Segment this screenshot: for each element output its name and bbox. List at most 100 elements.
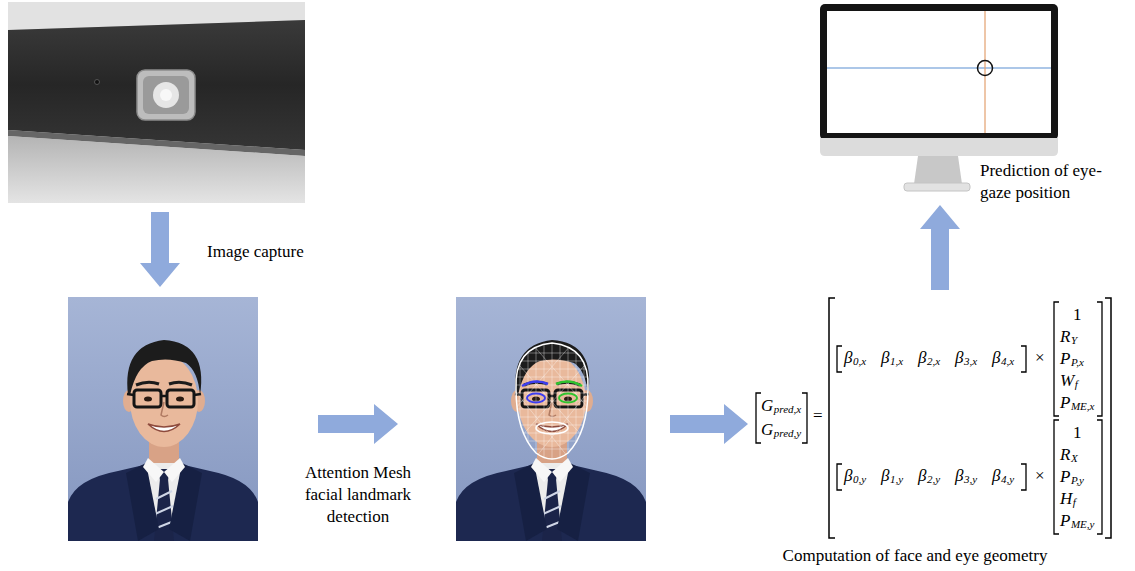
edge-label: Prediction of eye-gaze position	[980, 160, 1120, 204]
gaze-horizontal-line	[827, 67, 1051, 68]
math-symbol: P	[1060, 512, 1070, 529]
monitor-chin	[820, 138, 1058, 156]
photo-base	[8, 2, 305, 203]
math-symbol: β	[844, 467, 852, 484]
math-symbol: P	[1060, 394, 1070, 411]
math-subscript: 0,y	[853, 474, 866, 485]
matrix-brackets	[756, 298, 1111, 538]
math-operator: =	[813, 407, 823, 424]
bracket	[756, 393, 761, 443]
bracket	[1021, 346, 1026, 372]
bracket	[1097, 302, 1102, 416]
eyebrow-landmark	[522, 381, 548, 386]
math-symbol: G	[761, 397, 773, 414]
math-subscript: 1,y	[890, 474, 903, 485]
edge-label: Image capture	[207, 241, 304, 263]
webcam-image	[8, 2, 305, 203]
math-subscript: 2,y	[927, 474, 940, 485]
math-symbol: P	[1060, 350, 1070, 367]
math-subscript: P,x	[1071, 357, 1084, 368]
math-subscript: f	[1073, 497, 1076, 508]
eye-landmark	[527, 394, 545, 403]
math-operator: 1	[1073, 424, 1082, 441]
math-symbol: R	[1060, 328, 1070, 345]
math-symbol: G	[761, 421, 773, 438]
camera-lens-center	[160, 89, 172, 101]
webcam-photo	[8, 2, 305, 203]
face-contour	[516, 343, 588, 459]
face-photo	[456, 297, 646, 541]
flow-arrow	[318, 404, 398, 444]
bracket	[837, 464, 842, 490]
face-photo	[68, 297, 258, 541]
math-subscript: P,y	[1071, 475, 1084, 486]
gaze-vertical-line	[984, 11, 985, 133]
bracket	[1054, 420, 1059, 534]
math-symbol: W	[1060, 372, 1074, 389]
math-subscript: f	[1075, 379, 1078, 390]
math-symbol: β	[881, 467, 889, 484]
math-symbol: β	[918, 467, 926, 484]
mouth-landmark	[536, 422, 568, 434]
monitor-screen	[827, 11, 1051, 133]
flow-arrow	[670, 404, 748, 444]
monitor-base	[904, 183, 970, 191]
math-subscript: 3,y	[964, 474, 977, 485]
bracket	[1054, 302, 1059, 416]
math-subscript: 1,x	[890, 356, 903, 367]
math-subscript: ME,x	[1071, 401, 1095, 412]
indicator-light	[95, 80, 100, 85]
monitor-stand	[914, 156, 962, 184]
edge-label: Attention Mesh facial landmark detection	[293, 462, 423, 528]
camera-housing	[137, 70, 195, 120]
math-symbol: β	[992, 349, 1000, 366]
math-operator: 1	[1073, 306, 1082, 323]
math-subscript: 3,x	[964, 356, 977, 367]
math-symbol: H	[1060, 490, 1072, 507]
math-operator: ×	[1035, 349, 1045, 366]
math-subscript: 4,x	[1001, 356, 1014, 367]
gaze-target-circle	[978, 61, 993, 76]
math-subscript: pred,y	[774, 428, 801, 439]
math-symbol: β	[844, 349, 852, 366]
math-subscript: 4,y	[1001, 474, 1014, 485]
math-symbol: P	[1060, 468, 1070, 485]
mesh-lines	[508, 337, 596, 467]
bracket	[1021, 464, 1026, 490]
bracket	[829, 298, 835, 538]
laptop-body	[8, 136, 305, 203]
landmark-photo	[456, 297, 646, 541]
bracket	[837, 346, 842, 372]
math-subscript: X	[1071, 453, 1078, 464]
face-mesh-overlay	[506, 337, 596, 467]
caption-text: Computation of face and eye geometry	[783, 546, 1048, 566]
math-subscript: 2,x	[927, 356, 940, 367]
flow-arrow	[140, 212, 180, 287]
math-symbol: β	[955, 349, 963, 366]
flow-arrow	[920, 205, 960, 290]
math-symbol: β	[955, 467, 963, 484]
monitor-bezel	[820, 4, 1058, 140]
math-subscript: 0,x	[853, 356, 866, 367]
math-symbol: β	[918, 349, 926, 366]
mesh-grid	[506, 337, 596, 467]
math-symbol: β	[881, 349, 889, 366]
bracket	[1105, 298, 1111, 538]
screen-bezel	[8, 20, 305, 150]
bracket	[1097, 420, 1102, 534]
equation-block: Gpred,xGpred,y=β0,xβ1,xβ2,xβ3,xβ4,x×1RYP…	[752, 296, 1125, 568]
camera-window	[143, 76, 189, 114]
eye-landmark	[559, 394, 577, 403]
math-symbol: R	[1060, 446, 1070, 463]
camera-lens	[153, 82, 179, 108]
math-subscript: Y	[1071, 335, 1077, 346]
face-photo	[68, 297, 258, 541]
math-subscript: pred,x	[774, 404, 801, 415]
math-symbol: β	[992, 467, 1000, 484]
math-operator: ×	[1035, 467, 1045, 484]
eyebrow-landmark	[556, 381, 582, 386]
math-subscript: ME,y	[1071, 519, 1095, 530]
